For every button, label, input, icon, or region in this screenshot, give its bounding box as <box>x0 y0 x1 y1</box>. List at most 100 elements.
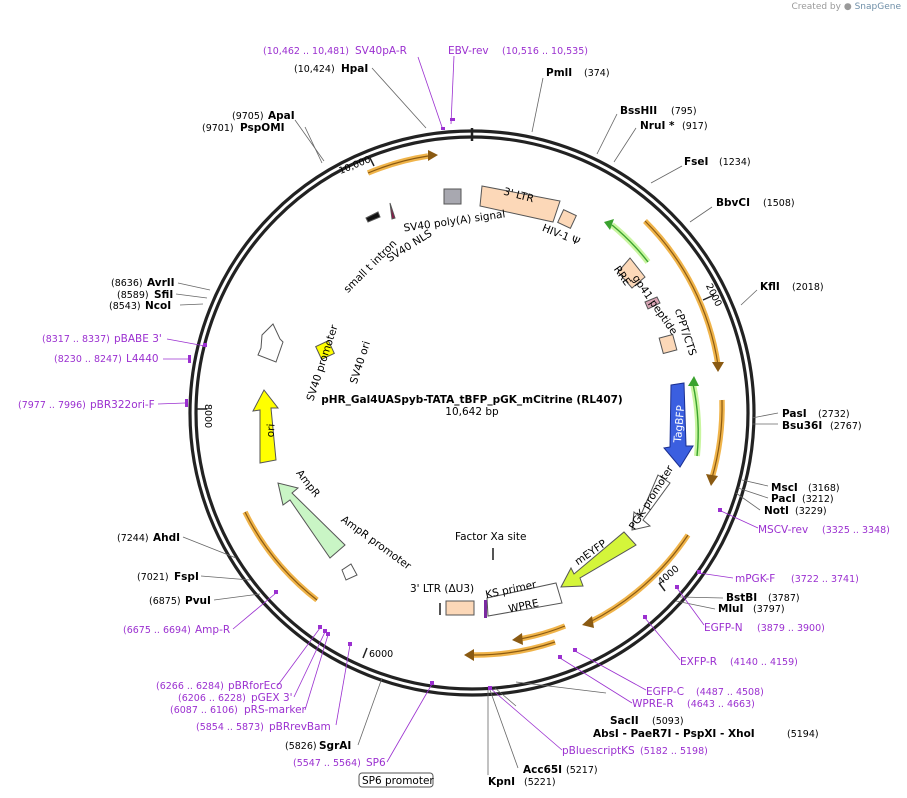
primer-amp-r: Amp-R <box>195 624 230 636</box>
primer-egfp-n-range: (3879 .. 3900) <box>757 623 825 634</box>
snapgene-credit: Created by ● SnapGene <box>791 2 901 12</box>
enzyme-fsei-pos: (1234) <box>719 157 751 168</box>
primer-egfp-n: EGFP-N <box>704 622 743 634</box>
label-sv40-ori: SV40 ori <box>348 340 373 386</box>
enzyme-pasi-pos: (2732) <box>818 409 850 420</box>
credit-text: Created by <box>791 2 841 12</box>
enzyme-bstbi-pos: (3787) <box>768 593 800 604</box>
green-arrows <box>604 219 702 457</box>
enzyme-fsei: FseI <box>684 156 708 168</box>
enzyme-msci-pos: (3168) <box>808 483 840 494</box>
label-factor-xa: Factor Xa site <box>455 531 526 543</box>
enzyme-avrii-pos: (8636) <box>111 278 143 289</box>
primer-pbluescriptks: pBluescriptKS <box>562 745 635 757</box>
enzyme-xhoi-pos: (5194) <box>787 729 819 740</box>
enzyme-paci-pos: (3212) <box>802 494 834 505</box>
enzyme-pspomi: PspOMI <box>240 122 285 134</box>
primer-pbabe3: pBABE 3' <box>114 333 162 345</box>
enzyme-sfii: SfiI <box>154 289 173 301</box>
label-sv40-promoter: SV40 promoter <box>305 323 341 403</box>
sp6-promoter-box <box>358 772 434 788</box>
ruler-label-2000: 2000 <box>703 282 723 309</box>
primer-lines <box>157 55 759 763</box>
primer-pbabe3-range: (8317 .. 8337) <box>42 334 110 345</box>
primer-pgex3: pGEX 3' <box>251 692 293 704</box>
primer-mscv-rev-range: (3325 .. 3348) <box>822 525 890 536</box>
primer-ebv-rev: EBV-rev <box>448 45 489 57</box>
primer-marks <box>185 118 722 690</box>
primer-sp6-range: (5547 .. 5564) <box>293 758 361 769</box>
enzyme-apai: ApaI <box>268 110 295 122</box>
sv40-nls-mark <box>389 202 396 220</box>
sv40-ori-block <box>315 340 335 360</box>
primer-prs-marker: pRS-marker <box>244 704 307 716</box>
primer-pbluescriptks-range: (5182 .. 5198) <box>640 746 708 757</box>
ltr-3prime-block <box>479 185 561 223</box>
pgk-promoter-arrow <box>631 474 671 531</box>
enzyme-paci: PacI <box>771 493 796 505</box>
enzyme-kfli: KflI <box>760 281 780 293</box>
ruler-label-8000: 8000 <box>202 404 213 428</box>
enzyme-sgrai: SgrAI <box>319 740 351 752</box>
enzyme-bsshii: BssHII <box>620 105 657 117</box>
primer-pgex3-range: (6206 .. 6228) <box>178 693 246 704</box>
enzyme-kpni-pos: (5221) <box>524 777 556 788</box>
meyfp-arrow <box>560 531 637 588</box>
enzyme-mlui: MluI <box>718 603 743 615</box>
rre-block <box>617 257 646 289</box>
primer-exfp-r-range: (4140 .. 4159) <box>730 657 798 668</box>
enzyme-acc65i: Acc65I <box>523 764 562 776</box>
arrowhead-right-lower <box>706 474 718 486</box>
enzyme-hpai: HpaI <box>341 63 368 75</box>
primer-amp-r-range: (6675 .. 6694) <box>123 625 191 636</box>
enzyme-pvui-pos: (6875) <box>149 596 181 607</box>
enzyme-avrii: AvrII <box>147 277 175 289</box>
ampr-arrow <box>277 482 346 559</box>
enzyme-pvui: PvuI <box>185 595 211 607</box>
enzyme-hpai-pos: (10,424) <box>294 64 335 75</box>
enzyme-sacii-pos: (5093) <box>652 716 684 727</box>
ks-primer-mark <box>484 600 487 618</box>
primer-egfp-c: EGFP-C <box>646 686 684 698</box>
label-ampr-promoter: AmpR promoter <box>339 514 414 573</box>
enzyme-mlui-pos: (3797) <box>753 604 785 615</box>
brand-name: SnapGene <box>854 2 901 12</box>
plasmid-length: 10,642 bp <box>445 406 499 418</box>
primer-ebv-rev-range: (10,516 .. 10,535) <box>502 46 588 57</box>
primer-l4440: L4440 <box>126 353 159 365</box>
label-sv40-polya: SV40 poly(A) signal <box>403 208 506 234</box>
backbone-features <box>242 150 725 661</box>
primer-pbrforeco: pBRforEco <box>228 680 282 692</box>
enzyme-ncoi: NcoI <box>145 300 171 312</box>
primer-pbr322ori-f-range: (7977 .. 7996) <box>18 400 86 411</box>
enzyme-kfli-pos: (2018) <box>792 282 824 293</box>
enzyme-kpni: KpnI <box>488 776 515 788</box>
enzyme-sacii: SacII <box>610 715 639 727</box>
primer-prs-marker-range: (6087 .. 6106) <box>170 705 238 716</box>
ruler-label-6000: 6000 <box>369 649 393 660</box>
enzyme-pspomi-pos: (9701) <box>202 123 234 134</box>
label-ori: ori <box>265 423 278 437</box>
cppt-block <box>658 333 678 355</box>
enzyme-sgrai-pos: (5826) <box>285 741 317 752</box>
map-title: pHR_Gal4UASpyb-TATA_tBFP_pGK_mCitrine (R… <box>321 394 622 418</box>
enzyme-pasi: PasI <box>782 408 807 420</box>
enzyme-pmli: PmlI <box>546 67 572 79</box>
label-gp41: gp41 peptide <box>630 273 680 337</box>
primer-wpre-r: WPRE-R <box>632 698 674 710</box>
primer-l4440-range: (8230 .. 8247) <box>54 354 122 365</box>
enzyme-apai-pos: (9705) <box>232 111 264 122</box>
feature-arc-top-left <box>366 153 429 176</box>
label-hiv-psi: HIV-1 Ψ <box>540 222 581 248</box>
arrowhead-bottom-right-1 <box>582 616 594 628</box>
ltr-du3-block <box>445 600 475 616</box>
sv40-promoter-arrow <box>257 323 284 363</box>
primer-pbrrevbam-range: (5854 .. 5873) <box>196 722 264 733</box>
enzyme-labels: PmlI (374) BssHII (795) NruI * (917) Fse… <box>109 63 862 788</box>
primer-pbrforeco-range: (6266 .. 6284) <box>156 681 224 692</box>
ori-arrow <box>252 389 280 464</box>
feature-arc-bottom <box>471 639 556 658</box>
enzyme-xhoi-group: AbsI - PaeR7I - PspXI - XhoI <box>593 728 755 740</box>
enzyme-bbvci-pos: (1508) <box>763 198 795 209</box>
enzyme-acc65i-pos: (5217) <box>566 765 598 776</box>
